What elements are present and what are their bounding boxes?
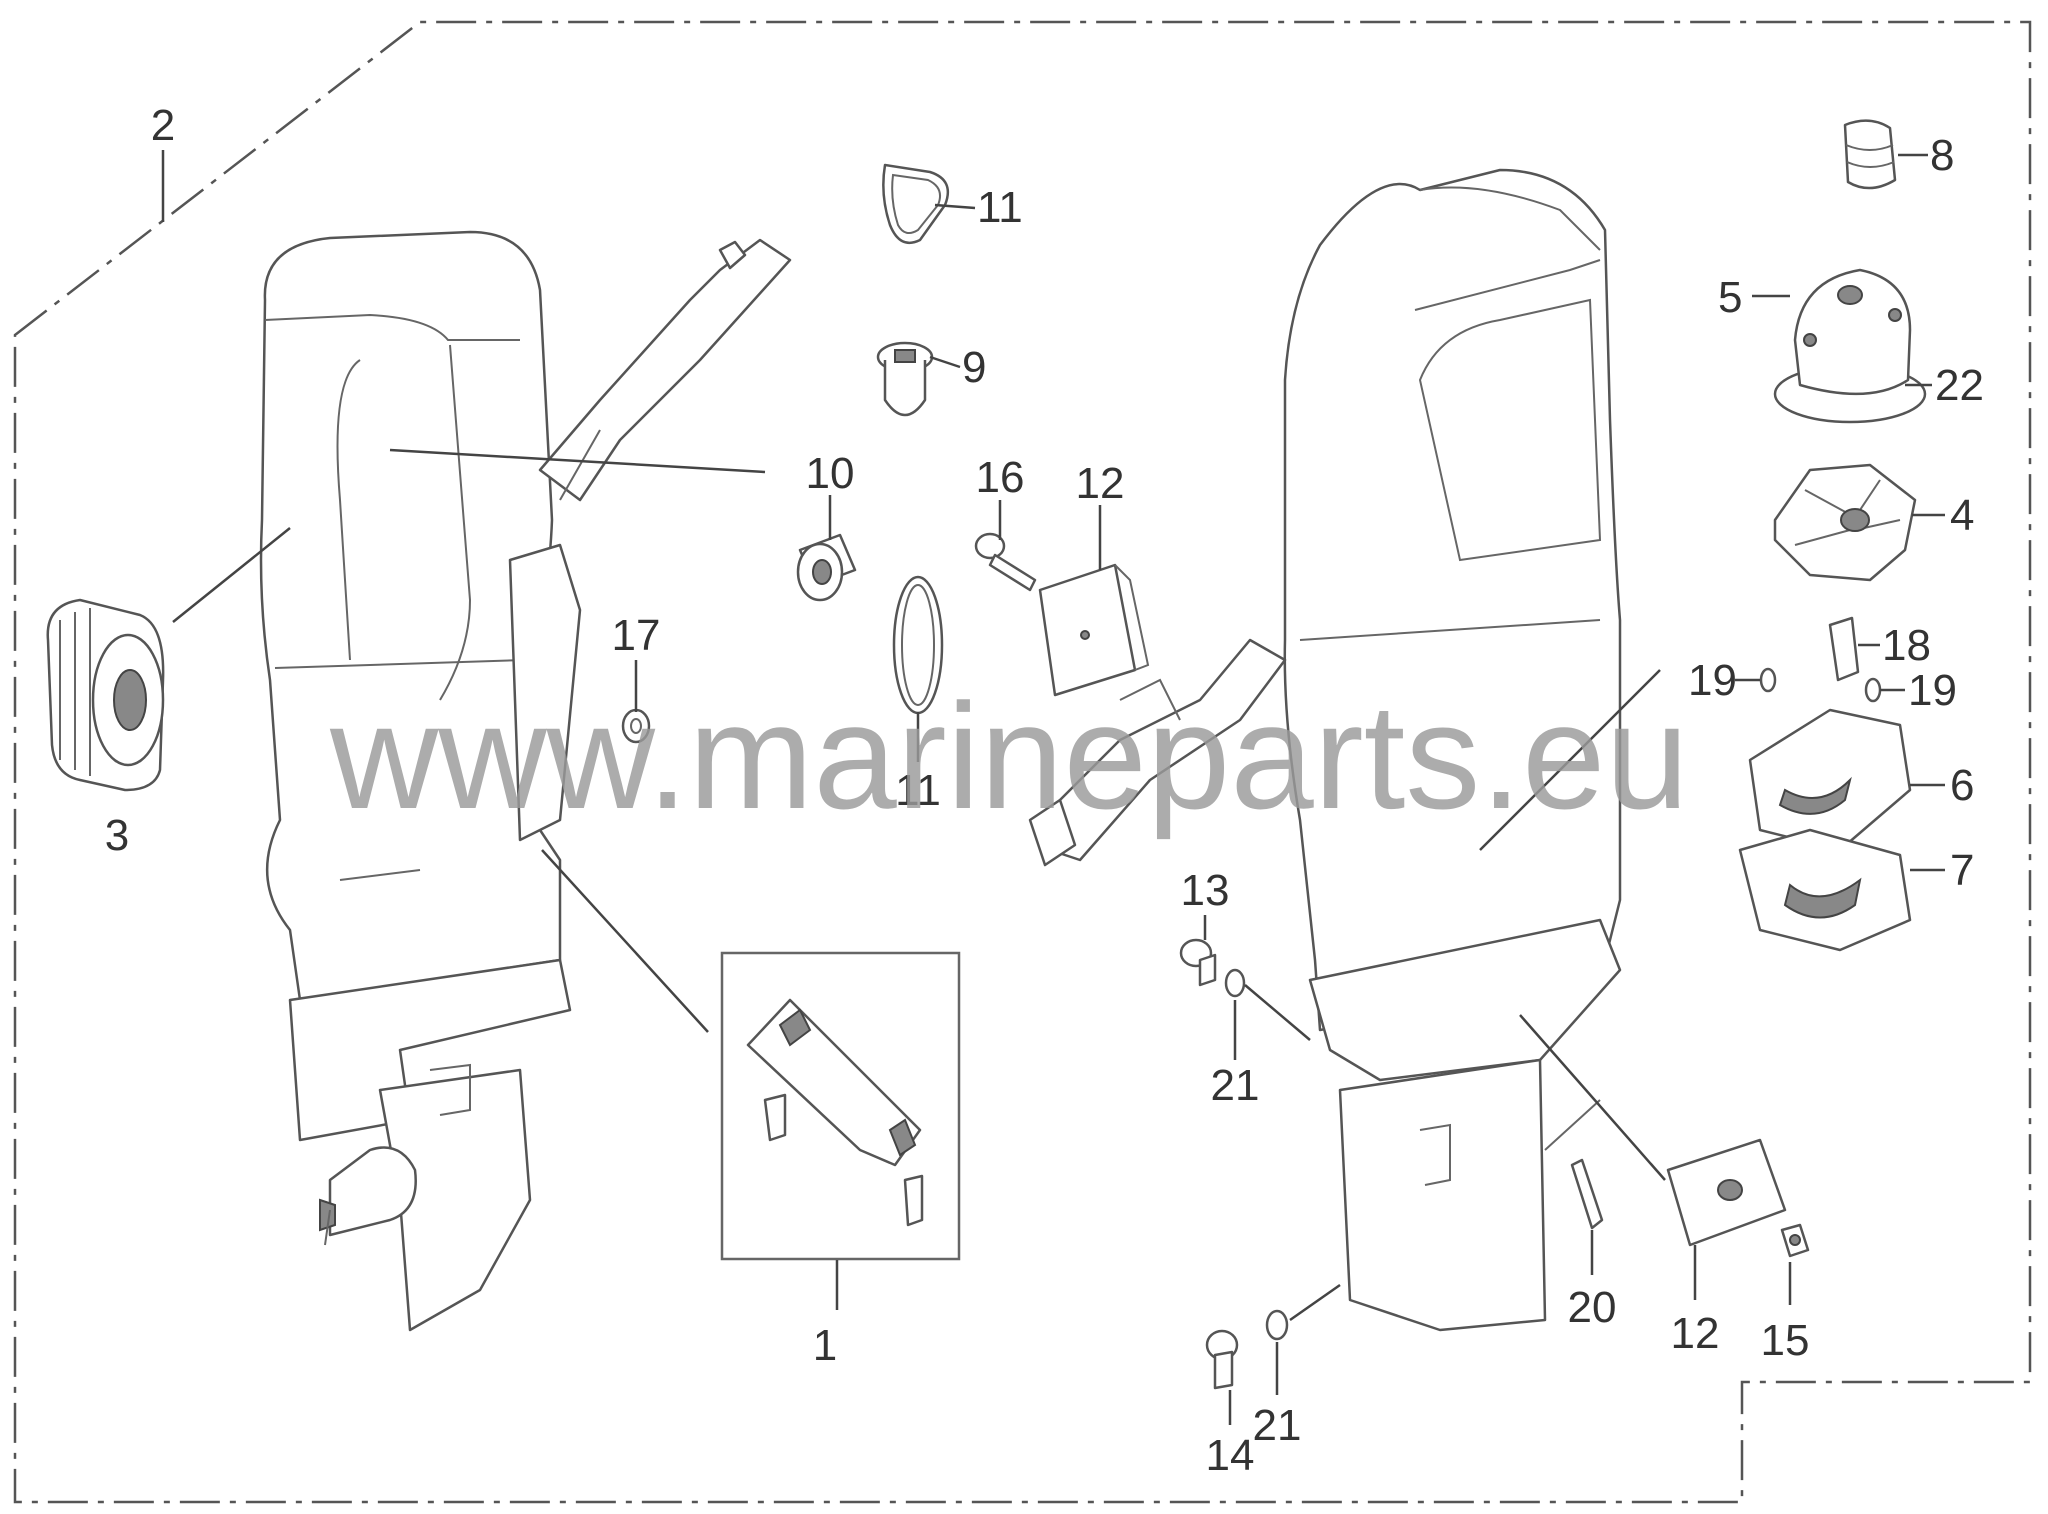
outboard-motor-left [259, 230, 792, 1332]
thermostat [876, 341, 934, 417]
callout-12-top: 12 [1076, 459, 1125, 508]
anode-kit-subframe [720, 951, 961, 1261]
callout-10: 10 [806, 449, 855, 498]
cotter-pin [1570, 1158, 1604, 1230]
callout-16: 16 [976, 453, 1025, 502]
callout-18: 18 [1882, 621, 1931, 670]
drain-screw-14 [1205, 1329, 1239, 1390]
drain-screw-13 [1179, 938, 1217, 987]
callout-8: 8 [1930, 131, 1954, 180]
callout-21-top: 21 [1211, 1061, 1260, 1110]
gasket-7 [1738, 828, 1912, 952]
callout-19-left: 19 [1688, 656, 1737, 705]
kit-boundary-frame [13, 20, 2032, 1504]
callout-21-bottom: 21 [1253, 1401, 1302, 1450]
callout-5: 5 [1718, 273, 1742, 322]
callout-22: 22 [1935, 361, 1984, 410]
nut-15 [1780, 1223, 1810, 1258]
ring-19b [1864, 677, 1882, 703]
callout-14: 14 [1206, 1431, 1255, 1480]
callout-20: 20 [1568, 1283, 1617, 1332]
outboard-motor-right [1028, 168, 1622, 1332]
washer-21b [1265, 1309, 1289, 1341]
anode-block-bottom [1666, 1138, 1787, 1247]
callout-17: 17 [612, 611, 661, 660]
ring-19a [1759, 667, 1777, 693]
bolt-16 [974, 532, 1037, 592]
drain-plug-10 [796, 533, 857, 602]
callout-7: 7 [1950, 846, 1974, 895]
grommet-8 [1843, 119, 1897, 190]
callout-13: 13 [1181, 866, 1230, 915]
callout-15: 15 [1761, 1316, 1810, 1365]
callout-12-bottom: 12 [1671, 1309, 1720, 1358]
anode-block-top [1038, 563, 1150, 697]
gasket-ring-top [882, 163, 950, 245]
watermark: www.marineparts.eu [329, 672, 1689, 840]
pump-housing [1773, 268, 1927, 424]
wear-plate [1748, 708, 1912, 852]
callout-9: 9 [962, 343, 986, 392]
washer-21a [1224, 968, 1246, 998]
callout-19-right: 19 [1908, 666, 1957, 715]
leader-lines [161, 150, 1945, 1425]
callout-1: 1 [813, 1321, 837, 1370]
oil-filter [46, 598, 165, 792]
callout-3: 3 [105, 811, 129, 860]
callout-11-top: 11 [977, 183, 1023, 232]
anode-kit [746, 998, 924, 1227]
callout-2: 2 [151, 101, 175, 150]
impeller [1773, 463, 1917, 582]
callout-4: 4 [1950, 491, 1974, 540]
callout-11-bottom: 11 [895, 766, 941, 815]
key-18 [1828, 616, 1860, 682]
callout-6: 6 [1950, 761, 1974, 810]
